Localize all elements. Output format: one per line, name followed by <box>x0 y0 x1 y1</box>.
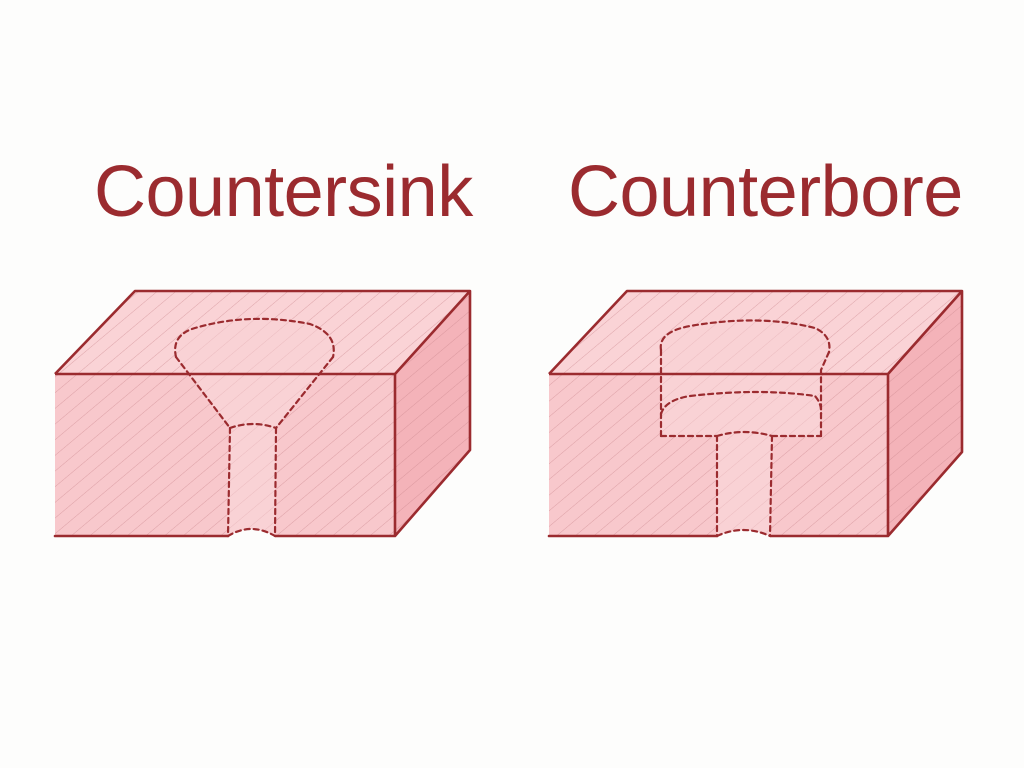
countersink-shaft-left-edge <box>226 426 232 538</box>
countersink-front-face-hatch <box>55 374 395 536</box>
counterbore-hole-outline <box>659 319 831 354</box>
counterbore-shaft-right-edge <box>768 434 774 538</box>
countersink-cone-right-edge <box>274 355 335 430</box>
countersink-hole-outline <box>174 317 335 359</box>
countersink-cone-left-edge <box>174 355 232 430</box>
countersink-bottom-opening <box>226 527 277 538</box>
countersink-side-face-hatch <box>395 291 470 536</box>
countersink-title: Countersink <box>94 152 473 232</box>
countersink-shaft-right-edge <box>273 426 278 538</box>
counterbore-shaft-top-edge <box>715 430 774 438</box>
counterbore-outline <box>547 289 964 538</box>
counterbore-title: Counterbore <box>568 152 963 232</box>
counterbore-side-face-hatch <box>888 291 962 536</box>
counterbore-block <box>547 289 964 538</box>
countersink-block <box>53 289 472 538</box>
counterbore-bore-floor-edge <box>659 390 823 416</box>
countersink-outline <box>53 289 472 538</box>
countersink-shaft-top-edge <box>228 422 278 430</box>
counterbore-bottom-opening <box>715 528 772 538</box>
